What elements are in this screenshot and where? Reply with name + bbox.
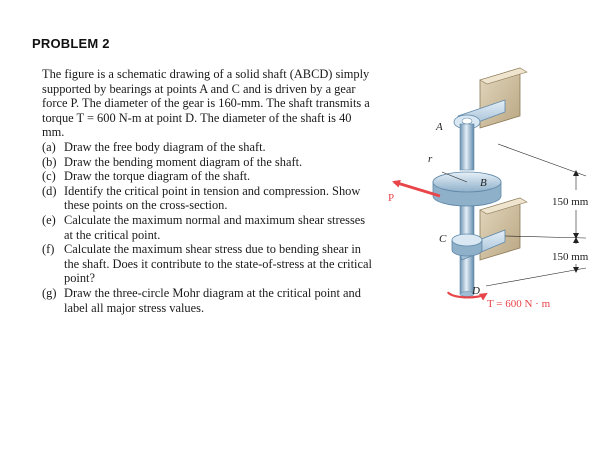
task-text: Draw the torque diagram of the shaft. [64,169,251,184]
point-b-label: B [480,177,487,189]
shaft-figure: A B C D r P 150 mm 150 mm T = 600 N · m [388,67,589,310]
point-d-label: D [471,285,480,297]
task-label: (d) [42,183,57,198]
task-item: (g) Draw the three-circle Mohr diagram at… [42,286,377,315]
task-item: (e) Calculate the maximum normal and maxi… [42,213,377,242]
task-label: (f) [42,242,55,257]
shaft [459,123,475,297]
task-text: Draw the free body diagram of the shaft. [64,140,266,154]
force-arrow [392,179,441,198]
task-text: Draw the three-circle Mohr diagram at th… [64,285,361,315]
dimension-lower-label: 150 mm [552,251,589,263]
point-c-label: C [439,233,447,245]
lower-wall-block [479,197,528,261]
force-label: P [388,192,394,204]
dimension-lines [485,143,587,287]
torque-label: T = 600 N · m [487,298,551,310]
problem-statement: The figure is a schematic drawing of a s… [42,67,370,140]
task-label: (c) [42,169,56,184]
point-a-label: A [435,121,443,133]
lower-bearing-bracket [451,229,506,261]
task-label: (e) [42,212,56,227]
task-label: (g) [42,285,57,300]
dimension-upper-label: 150 mm [552,196,589,208]
task-text: Identify the critical point in tension a… [64,183,361,213]
task-item: (a) Draw the free body diagram of the sha… [42,140,377,155]
task-text: Calculate the maximum shear stress due t… [64,242,372,286]
task-label: (b) [42,154,57,169]
problem-heading: PROBLEM 2 [32,36,110,51]
task-item: (d) Identify the critical point in tensio… [42,184,377,213]
task-label: (a) [42,140,56,154]
gear-disk [432,171,502,207]
task-text: Calculate the maximum normal and maximum… [64,212,366,242]
task-item: (b) Draw the bending moment diagram of th… [42,155,377,170]
task-text: Draw the bending moment diagram of the s… [64,154,303,169]
radius-label: r [428,153,433,165]
task-list: (a) Draw the free body diagram of the sha… [42,140,377,315]
torque-arrow [446,291,488,301]
task-item: (c) Draw the torque diagram of the shaft. [42,169,377,184]
task-item: (f) Calculate the maximum shear stress du… [42,242,377,286]
